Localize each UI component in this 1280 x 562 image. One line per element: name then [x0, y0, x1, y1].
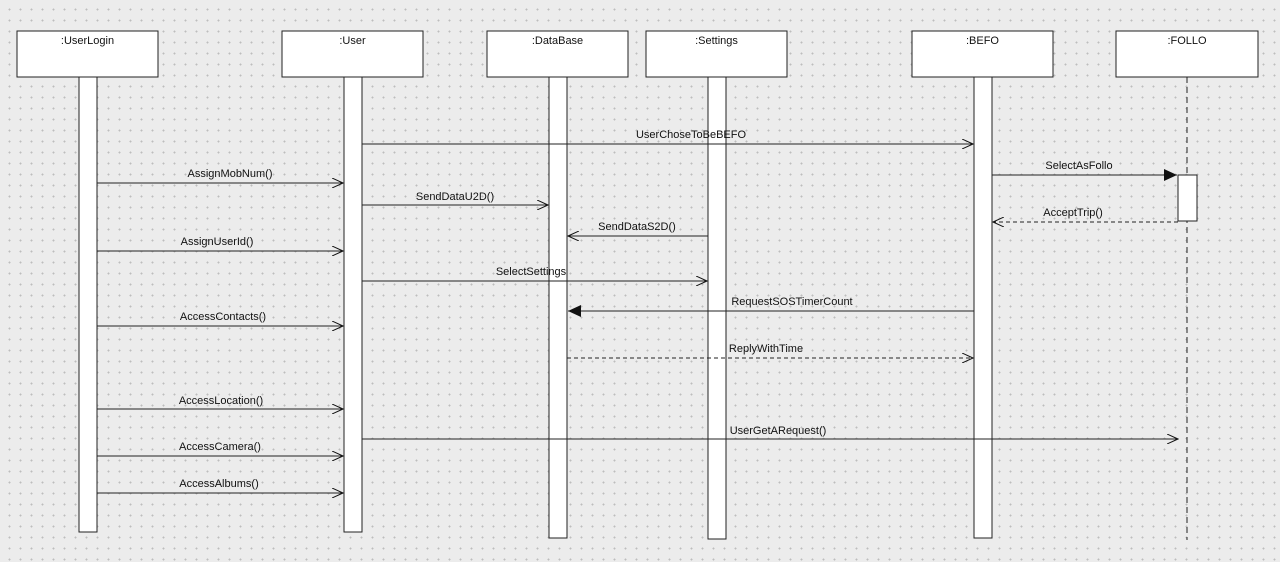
participant-userlogin[interactable]: :UserLogin [16, 30, 159, 78]
message-reply-with-time[interactable]: ReplyWithTime [567, 343, 973, 358]
message-send-data-s2d[interactable]: SendDataS2D() [568, 221, 708, 236]
message-label: SendDataS2D() [598, 221, 676, 233]
activation-bar-follo[interactable] [1177, 174, 1198, 222]
message-user-chose-to-be-befo[interactable]: UserChoseToBeBEFO [362, 129, 973, 144]
message-label: AccessAlbums() [179, 478, 258, 490]
participant-label: :BEFO [966, 35, 999, 47]
activation-bar-settings[interactable] [707, 76, 727, 540]
message-send-data-u2d[interactable]: SendDataU2D() [362, 191, 548, 205]
message-accept-trip[interactable]: AcceptTrip() [993, 207, 1178, 222]
participant-befo[interactable]: :BEFO [911, 30, 1054, 78]
message-access-camera[interactable]: AccessCamera() [97, 441, 343, 456]
message-label: SelectSettings [496, 266, 567, 278]
message-label: SendDataU2D() [416, 191, 494, 203]
message-label: UserChoseToBeBEFO [636, 129, 746, 141]
message-access-contacts[interactable]: AccessContacts() [97, 311, 343, 326]
activation-bar-userlogin[interactable] [78, 76, 98, 533]
message-label: AcceptTrip() [1043, 207, 1103, 219]
message-label: AccessLocation() [179, 395, 263, 407]
message-assign-user-id[interactable]: AssignUserId() [97, 236, 343, 251]
activation-bar-befo[interactable] [973, 76, 993, 539]
participant-label: :Settings [695, 35, 738, 47]
activation-bar-user[interactable] [343, 76, 363, 533]
participant-label: :User [339, 35, 366, 47]
participant-user[interactable]: :User [281, 30, 424, 78]
participant-label: :FOLLO [1167, 35, 1207, 47]
participant-settings[interactable]: :Settings [645, 30, 788, 78]
message-select-as-follo[interactable]: SelectAsFollo [992, 160, 1177, 181]
message-label: AccessContacts() [180, 311, 266, 323]
participant-follo[interactable]: :FOLLO [1115, 30, 1259, 78]
message-label: AssignUserId() [181, 236, 254, 248]
activation-bar-database[interactable] [548, 76, 568, 539]
participant-label: :UserLogin [61, 35, 114, 47]
message-access-location[interactable]: AccessLocation() [97, 395, 343, 409]
message-user-get-a-request[interactable]: UserGetARequest() [362, 425, 1178, 439]
message-select-settings[interactable]: SelectSettings [362, 266, 707, 281]
message-label: RequestSOSTimerCount [731, 296, 852, 308]
message-label: AccessCamera() [179, 441, 261, 453]
message-label: SelectAsFollo [1045, 160, 1112, 172]
message-label: ReplyWithTime [729, 343, 803, 355]
message-assign-mob-num[interactable]: AssignMobNum() [97, 168, 343, 183]
message-label: AssignMobNum() [188, 168, 273, 180]
message-label: UserGetARequest() [730, 425, 827, 437]
participant-database[interactable]: :DataBase [486, 30, 629, 78]
participant-label: :DataBase [532, 35, 583, 47]
message-request-sos-timer-count[interactable]: RequestSOSTimerCount [568, 296, 974, 317]
message-access-albums[interactable]: AccessAlbums() [97, 478, 343, 493]
